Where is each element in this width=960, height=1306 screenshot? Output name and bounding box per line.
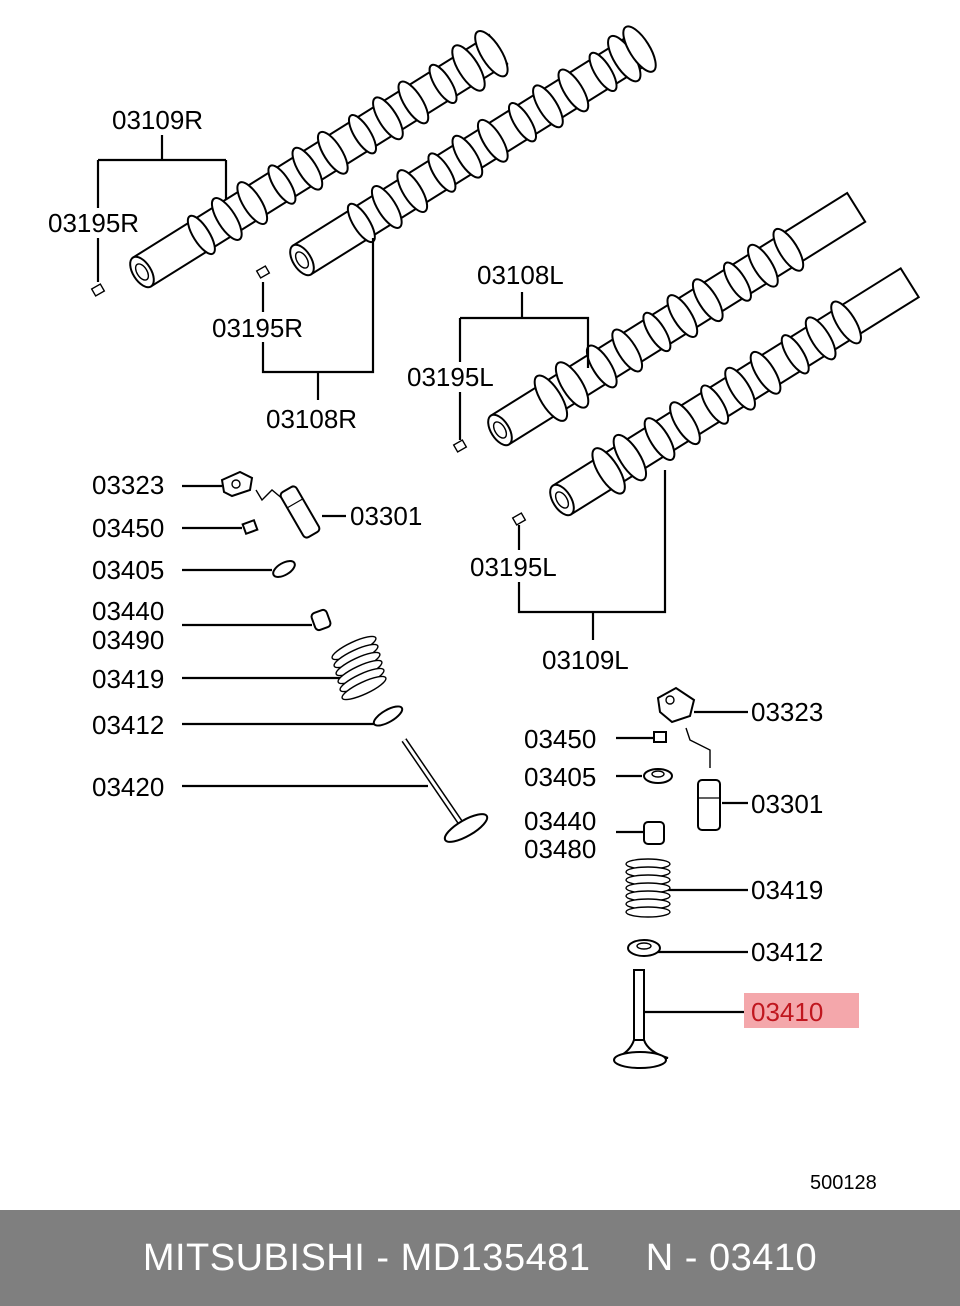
footer-part-number: MD135481	[400, 1236, 591, 1279]
parts-diagram: 03109R 03195R 03195R 03108R 03108L 03195…	[48, 25, 921, 1194]
label-spring-left: 03419	[92, 664, 164, 694]
label-valve-left: 03420	[92, 772, 164, 802]
nut-left	[241, 518, 259, 536]
label-key-03195l-bottom: 03195L	[470, 552, 557, 582]
label-retainer-left: 03405	[92, 555, 164, 585]
label-seal-left-b: 03490	[92, 625, 164, 655]
lash-adjuster-right	[697, 779, 721, 831]
label-rocker-right: 03323	[751, 697, 823, 727]
label-key-03195r-left: 03195R	[48, 208, 139, 238]
label-key-03195l-top: 03195L	[407, 362, 494, 392]
seal-right	[643, 821, 665, 845]
retainer-left	[272, 560, 296, 578]
diagram-code: 500128	[810, 1172, 877, 1194]
label-nut-left: 03450	[92, 513, 164, 543]
label-key-03195r-mid: 03195R	[212, 313, 303, 343]
label-camshaft-03109r: 03109R	[112, 105, 203, 135]
camshaft-03109l	[549, 266, 921, 517]
label-camshaft-03108r: 03108R	[266, 404, 357, 434]
lash-adjuster-left	[279, 485, 321, 539]
camshaft-03108r	[289, 25, 657, 277]
label-retainer-right: 03405	[524, 762, 596, 792]
rocker-arm-right	[656, 686, 696, 724]
label-seal-right-b: 03480	[524, 834, 596, 864]
label-nut-right: 03450	[524, 724, 596, 754]
label-seat-left: 03412	[92, 710, 164, 740]
retainer-right	[643, 768, 673, 784]
label-seat-right: 03412	[751, 937, 823, 967]
label-camshaft-03108l: 03108L	[477, 260, 564, 290]
label-lash-adjuster-right: 03301	[751, 789, 823, 819]
footer-gap	[590, 1237, 645, 1279]
highlight-box	[744, 993, 859, 1028]
footer-bar: MITSUBISHI - MD135481 N - 03410	[0, 1210, 960, 1306]
label-seal-right-a: 03440	[524, 806, 596, 836]
footer-text: MITSUBISHI - MD135481 N - 03410	[143, 1237, 817, 1280]
camshaft-03108l	[487, 191, 867, 447]
valve-seat-left	[372, 705, 404, 727]
camshaft-03109r	[129, 29, 509, 289]
valve-seat-right	[627, 939, 661, 957]
label-rocker-left: 03323	[92, 470, 164, 500]
label-seal-left-a: 03440	[92, 596, 164, 626]
seal-left	[310, 608, 332, 632]
label-lash-adjuster-left: 03301	[350, 501, 422, 531]
spring-right	[625, 858, 671, 918]
leader-lines	[90, 135, 748, 1014]
nut-right	[653, 731, 667, 743]
label-valve-right: 03410	[751, 997, 823, 1027]
footer-ref: N - 03410	[645, 1236, 818, 1279]
rocker-arm-left	[220, 470, 254, 498]
label-spring-right: 03419	[751, 875, 823, 905]
label-camshaft-03109l: 03109L	[542, 645, 629, 675]
spring-left	[331, 635, 387, 701]
footer-brand: MITSUBISHI	[142, 1236, 366, 1279]
valve-right	[613, 969, 669, 1069]
valve-left	[401, 738, 489, 843]
footer-separator: -	[365, 1236, 401, 1279]
part-labels: 03109R 03195R 03195R 03108R 03108L 03195…	[48, 105, 877, 1194]
